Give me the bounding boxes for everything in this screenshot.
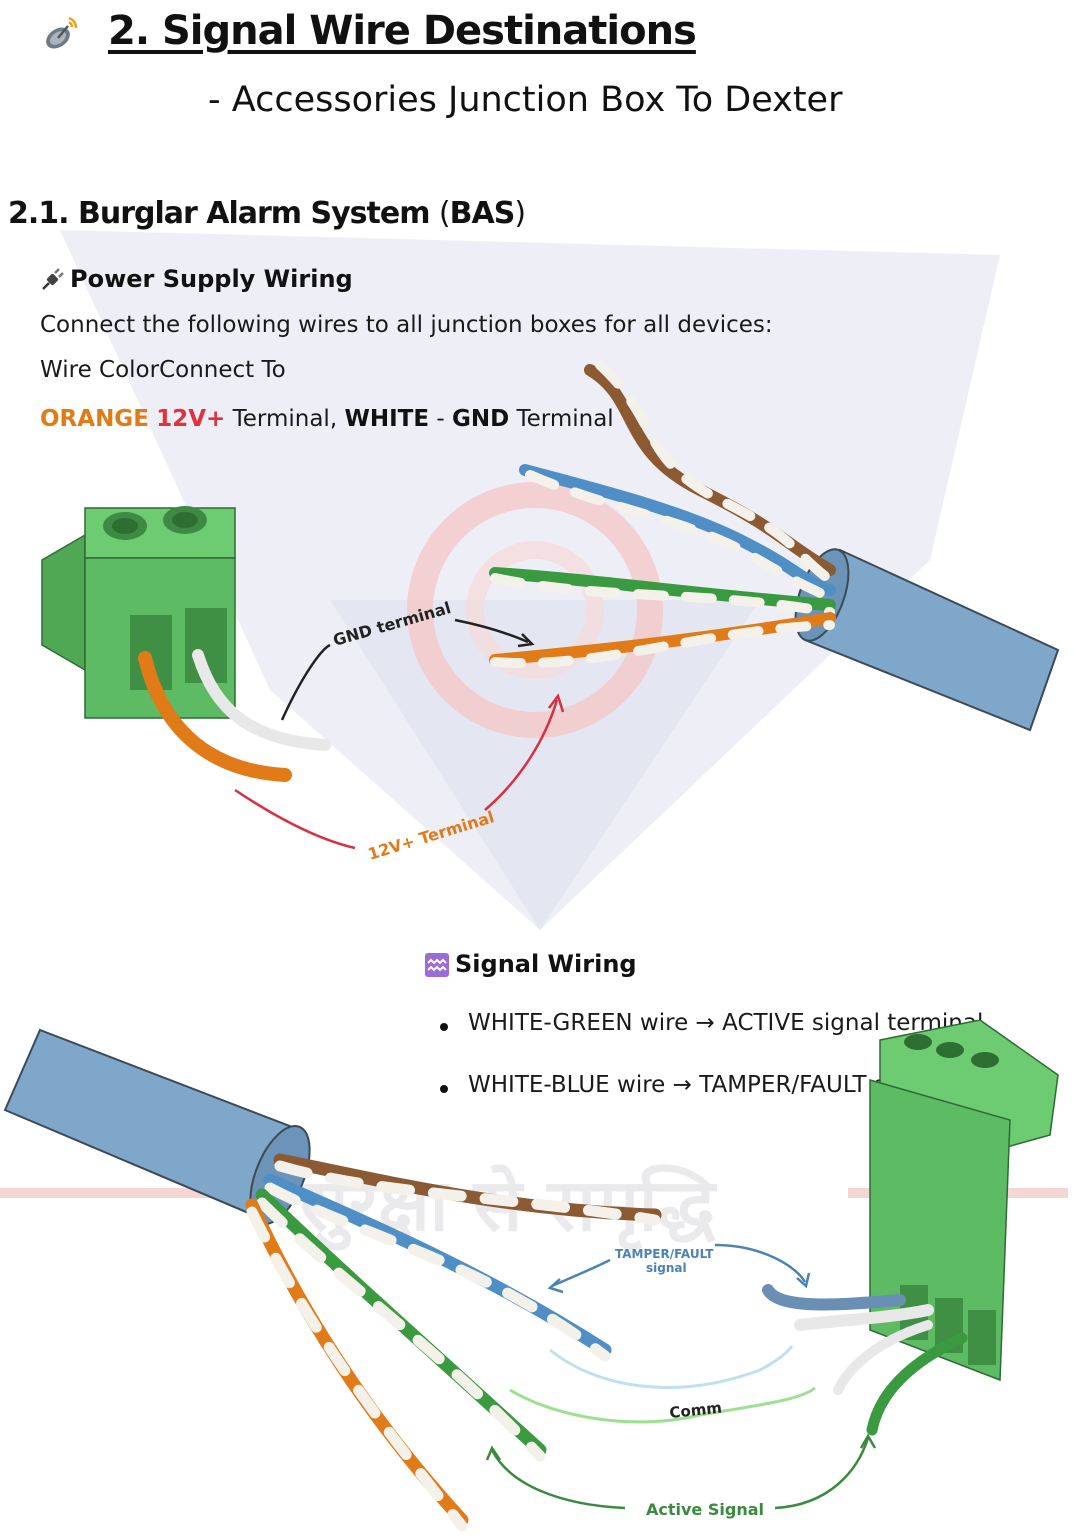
- signal-wiring-heading: Signal Wiring: [425, 950, 637, 978]
- section-heading-abbr: BAS: [449, 196, 516, 231]
- signal-wave-icon: [425, 953, 449, 977]
- signal-wiring-diagram: TAMPER/FAULT signal Comm Active Signal: [3, 1020, 1059, 1532]
- white-wire: [192, 649, 331, 751]
- tamper-label-line1: TAMPER/FAULT: [615, 1247, 714, 1261]
- twisted-pair-orange: [245, 1198, 469, 1532]
- white-label: WHITE: [344, 406, 430, 432]
- white-wire-2: [833, 1320, 933, 1395]
- twisted-pair-green: [255, 1188, 547, 1462]
- section-heading: 2.1. Burglar Alarm System (BAS): [8, 196, 526, 231]
- terminal-text-2: Terminal: [509, 406, 614, 432]
- twisted-pair-orange: [489, 612, 836, 669]
- twisted-pair-brown: [584, 360, 836, 585]
- wire-color-header: Wire ColorConnect To: [40, 357, 286, 383]
- plug-icon: [42, 268, 64, 290]
- signal-wiring-heading-text: Signal Wiring: [455, 950, 637, 978]
- section-heading-paren: (: [438, 196, 451, 231]
- tamper-arrow-left: [551, 1258, 611, 1288]
- terminal-block-3pin: [869, 1020, 1059, 1382]
- white-wire-to-terminal: [794, 1304, 934, 1331]
- 12v-arrow-left: [234, 788, 356, 850]
- gnd-label: GND: [451, 406, 510, 432]
- tamper-label-line2: signal: [646, 1261, 687, 1275]
- blue-wire-to-terminal: [762, 1284, 906, 1311]
- tamper-arrow-right: [714, 1243, 807, 1283]
- comm-label: Comm: [669, 1399, 723, 1422]
- orange-wire: [138, 651, 292, 782]
- power-instruction: Connect the following wires to all junct…: [40, 312, 773, 338]
- active-arrow-right: [774, 1437, 870, 1510]
- terminal-text-1: Terminal,: [225, 406, 345, 432]
- section-heading-paren-close: ): [514, 196, 526, 231]
- twisted-pair-green: [489, 567, 836, 617]
- comm-arrow-upper: [549, 1345, 794, 1389]
- green-wire-to-terminal: [866, 1332, 968, 1436]
- power-wire-mapping: ORANGE 12V+ Terminal, WHITE - GND Termin…: [40, 406, 614, 432]
- twisted-pair-blue: [263, 1173, 612, 1362]
- power-supply-heading: Power Supply Wiring: [40, 265, 353, 293]
- page-subtitle: - Accessories Junction Box To Dexter: [208, 80, 843, 120]
- power-wiring-diagram: GND terminal 12V+ Terminal: [41, 360, 1060, 864]
- gnd-terminal-label: GND terminal: [331, 598, 453, 650]
- section-heading-main: 2.1. Burglar Alarm System: [8, 196, 439, 231]
- power-supply-heading-text: Power Supply Wiring: [70, 265, 353, 293]
- dash-text: -: [429, 406, 452, 432]
- page-title: 2. Signal Wire Destinations: [108, 8, 697, 54]
- 12v-arrow-right: [484, 699, 559, 811]
- twisted-pair-brown: [273, 1153, 662, 1226]
- active-arrow-left: [490, 1449, 626, 1510]
- active-signal-label: Active Signal: [646, 1500, 764, 1519]
- satellite-icon: [46, 16, 78, 49]
- orange-label: ORANGE: [40, 406, 149, 432]
- list-item: WHITE-GREEN wire → ACTIVE signal termina…: [440, 1010, 1045, 1072]
- 12v-terminal-label: 12V+ Terminal: [366, 807, 497, 863]
- gnd-arrow-right: [454, 618, 529, 644]
- 12v-label: 12V+: [156, 406, 226, 432]
- twisted-pair-blue: [519, 464, 836, 603]
- comm-arrow-lower: [509, 1386, 816, 1424]
- gnd-arrow-left: [280, 643, 331, 721]
